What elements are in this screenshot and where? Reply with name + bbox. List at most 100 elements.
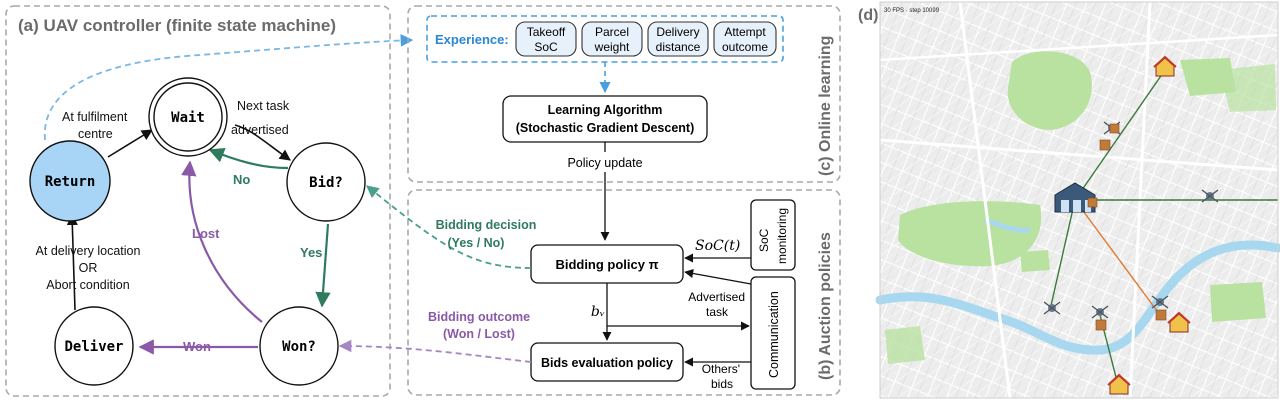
soc-t-label: SoC(t) [695,238,740,254]
feature-parcel-line1: Parcel [595,25,629,39]
drone-icon [1091,305,1109,319]
panel-d-label: (d) [858,7,878,24]
feature-parcel-line2: weight [594,40,630,54]
bidding-decision-line2: (Yes / No) [448,236,505,250]
house-icon [1107,373,1131,395]
park-far-east [1220,64,1276,112]
label-won: Won [183,339,211,354]
state-return: Return [29,140,111,222]
city-map: 30 FPS · step 10099 [875,1,1280,399]
panel-c: (c) Online learning Experience: Takeoff … [407,5,841,183]
route-line-4 [1074,199,1161,316]
house-icon [1167,311,1191,333]
label-delivery-1: At delivery location [36,244,141,258]
drone-icon [1043,301,1061,315]
arrow-bidding-outcome [338,339,532,363]
river-thames [875,240,1280,355]
road-2 [958,1,1012,399]
panel-a: (a) UAV controller (finite state machine… [5,5,414,397]
soc-monitoring-line2: monitoring [775,208,789,264]
park-north-east [1180,58,1236,96]
road-1 [879,138,1279,172]
feature-attempt-line2: outcome [722,40,768,54]
feature-attempt-outcome: Attempt outcome [713,21,777,57]
bidding-policy-label: Bidding policy π [555,257,658,272]
edge-return-to-experience [44,34,414,141]
state-won: Won? [259,306,339,386]
arrow-bidding-decision [366,185,532,269]
drone-icon [1151,295,1169,309]
route-line-1 [1074,69,1166,201]
state-bid: Bid? [286,142,366,222]
state-deliver-label: Deliver [64,339,123,355]
arrow-advertised-to-policy [684,268,752,285]
parcel-icon [1109,123,1120,134]
state-wait: Wait [148,77,228,157]
experience-label: Experience: [435,32,509,47]
learning-line2: (Stochastic Gradient Descent) [516,121,695,135]
sim-status: 30 FPS · step 10099 [884,8,940,14]
park-regents [1007,51,1092,130]
edge-bid-to-won-yes [315,223,331,308]
communication-label: Communication [767,291,781,378]
bidding-policy-box: Bidding policy π [530,244,684,284]
fulfilment-centre-icon [1054,182,1098,213]
state-won-label: Won? [282,339,316,355]
feature-delivery-line1: Delivery [656,25,699,39]
panel-b: (b) Auction policies Bidding policy π So… [338,172,841,396]
map-frame [879,1,1279,399]
edge-return-to-wait [107,129,153,158]
label-next-task-2: advertised [231,123,289,137]
road-4 [879,33,1279,62]
soc-monitoring-box: SoC monitoring [750,199,796,271]
communication-box: Communication [750,276,796,390]
parcel-icon [1155,309,1167,321]
feature-takeoff-line1: Takeoff [527,25,566,39]
parcel-icon [1095,319,1107,331]
bidding-outcome-line2: (Won / Lost) [443,327,515,341]
others-line1: Others' [702,362,740,376]
feature-delivery-line2: distance [656,40,701,54]
label-delivery-2: OR [79,261,98,275]
bidding-decision-line1: Bidding decision [436,218,537,232]
soc-monitoring-line1: SoC [757,228,771,252]
state-return-label: Return [45,174,96,190]
feature-delivery-distance: Delivery distance [647,21,709,57]
others-line2: bids [711,377,733,391]
label-fulfilment-2: centre [78,127,113,141]
bids-evaluation-label: Bids evaluation policy [541,356,673,370]
bv-label: bᵥ [591,304,605,320]
state-wait-label: Wait [171,110,205,126]
edge-deliver-to-return [66,213,78,311]
learning-algorithm-box: Learning Algorithm (Stochastic Gradient … [502,95,708,143]
house-icon [1153,55,1177,77]
panel-a-border [5,5,391,397]
park-hyde [898,201,1042,267]
park-green [1020,250,1050,272]
advertised-line2: task [706,305,729,319]
parcel-icon [1099,139,1111,151]
panel-b-title: (b) Auction policies [817,232,834,380]
state-bid-label: Bid? [309,175,343,191]
panel-a-title: (a) UAV controller (finite state machine… [18,16,336,35]
label-lost: Lost [192,226,220,241]
edge-won-to-wait-lost [181,160,263,323]
policy-update-label: Policy update [567,156,642,170]
learning-line1: Learning Algorithm [548,103,663,117]
route-line-3 [1049,199,1076,311]
edge-wait-to-bid [234,124,291,161]
park-south-east [1210,282,1266,322]
edge-bid-to-wait-no [208,147,289,170]
label-no: No [233,172,250,187]
label-delivery-3: Abort condition [46,278,129,292]
label-yes: Yes [300,245,322,260]
feature-takeoff-line2: SoC [534,40,558,54]
advertised-line1: Advertised [688,290,745,304]
drone-icon [1201,189,1219,203]
feature-attempt-line1: Attempt [724,25,766,39]
bidding-outcome-line1: Bidding outcome [428,310,530,324]
label-fulfilment-1: At fulfilment [62,110,128,124]
park-south-west [885,326,925,364]
